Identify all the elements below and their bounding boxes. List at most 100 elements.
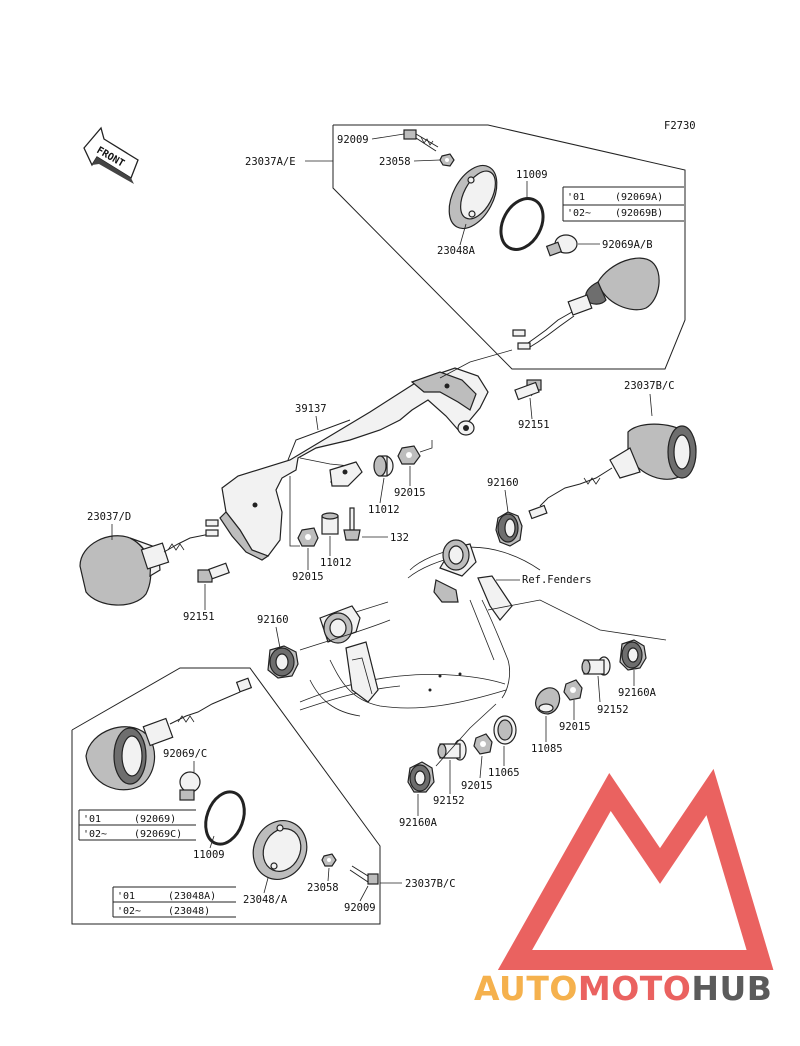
turn-signal-rear-left-icon bbox=[79, 519, 219, 606]
leader-line bbox=[371, 133, 405, 140]
leader-line bbox=[263, 877, 269, 894]
cap-icon bbox=[535, 687, 561, 715]
leader-line bbox=[315, 415, 319, 431]
fender-frame bbox=[299, 539, 541, 717]
lens-rim-icon bbox=[252, 820, 308, 880]
ref-fenders-label: Ref.Fenders bbox=[522, 574, 592, 586]
callout-11012-b: 11012 bbox=[320, 557, 352, 569]
leader-line bbox=[413, 159, 441, 162]
nut-icon bbox=[563, 679, 583, 701]
table-cell: (92069B) bbox=[615, 208, 663, 219]
callout-92069c: 92069/C bbox=[163, 748, 207, 760]
leader-line bbox=[209, 835, 215, 849]
table-cell: '01 bbox=[117, 891, 135, 902]
leader-line bbox=[459, 223, 467, 246]
model-year-table-top: '01 (92069A) '02~ (92069B) bbox=[562, 186, 684, 222]
table-cell: (92069) bbox=[134, 814, 176, 825]
bottom-assembly-boundary bbox=[71, 667, 381, 925]
nut-icon bbox=[297, 527, 319, 547]
table-cell: '01 bbox=[567, 192, 585, 203]
leader-line bbox=[529, 397, 533, 420]
logo-word-hub: HUB bbox=[691, 969, 772, 1008]
logo-wordmark: AUTOMOTOHUB bbox=[474, 969, 772, 1008]
table-cell: '02~ bbox=[117, 906, 141, 917]
turn-signal-housing-top-icon bbox=[512, 257, 660, 350]
grommet-icon bbox=[619, 639, 647, 671]
collar-icon bbox=[581, 656, 611, 676]
leader-line bbox=[504, 489, 509, 513]
callout-92069ab: 92069A/B bbox=[602, 239, 653, 251]
logo-word-auto: AUTO bbox=[474, 969, 578, 1008]
grommet-icon bbox=[267, 645, 299, 679]
logo-word-moto: MOTO bbox=[578, 969, 691, 1008]
callout-92151-right: 92151 bbox=[518, 419, 550, 431]
callout-92015-b: 92015 bbox=[292, 571, 324, 583]
callout-92160-left: 92160 bbox=[257, 614, 289, 626]
callout-92015-a: 92015 bbox=[394, 487, 426, 499]
lens-rim-icon bbox=[448, 164, 498, 230]
nut-icon bbox=[473, 733, 493, 755]
o-ring-icon bbox=[204, 790, 246, 846]
link-line bbox=[435, 703, 497, 767]
screw-icon bbox=[349, 865, 379, 885]
callout-11009-bottom: 11009 bbox=[193, 849, 225, 861]
table-cell: (92069A) bbox=[615, 192, 663, 203]
bulb-icon bbox=[545, 234, 578, 257]
leader-line bbox=[649, 393, 653, 417]
table-cell: '01 bbox=[83, 814, 101, 825]
logo-triangle-icon bbox=[497, 768, 774, 970]
callout-23037bc-bottom: 23037B/C bbox=[405, 878, 456, 890]
callout-92160a-right: 92160A bbox=[618, 687, 657, 699]
leader-line bbox=[597, 675, 601, 703]
collar-icon bbox=[321, 512, 339, 535]
link-line bbox=[487, 599, 667, 641]
callout-92015-d: 92015 bbox=[461, 780, 493, 792]
table-cell: (92069C) bbox=[134, 829, 182, 840]
turn-signal-housing-bottom-icon bbox=[85, 677, 253, 791]
grommet-icon bbox=[495, 511, 523, 547]
callout-92151-left: 92151 bbox=[183, 611, 215, 623]
callout-11065: 11065 bbox=[488, 767, 520, 779]
automotohub-logo: AUTOMOTOHUB bbox=[474, 768, 774, 1008]
bolt-icon bbox=[343, 507, 361, 541]
callout-92015-c: 92015 bbox=[559, 721, 591, 733]
collar-icon bbox=[437, 739, 467, 761]
bolt-icon bbox=[514, 379, 542, 401]
callout-92152-right: 92152 bbox=[597, 704, 629, 716]
callout-23058-top: 23058 bbox=[379, 156, 411, 168]
screw-icon bbox=[403, 129, 439, 152]
model-year-table-bottom: '01 (23048A) '02~ (23048) bbox=[112, 886, 236, 918]
callout-23048a-bottom: 23048/A bbox=[243, 894, 288, 906]
callout-132: 132 bbox=[390, 532, 409, 544]
nut-icon bbox=[321, 853, 337, 867]
callout-92009-top: 92009 bbox=[337, 134, 369, 146]
link-line bbox=[439, 349, 513, 379]
table-cell: '02~ bbox=[567, 208, 591, 219]
bolt-icon bbox=[197, 562, 230, 583]
front-arrow-icon: FRONT bbox=[83, 126, 139, 184]
leader-line bbox=[327, 867, 330, 882]
callout-23037ae: 23037A/E bbox=[245, 156, 296, 168]
turn-signal-front-right-icon bbox=[528, 423, 697, 520]
link-line bbox=[419, 440, 433, 453]
model-year-table-mid: '01 (92069) '02~ (92069C) bbox=[78, 809, 196, 841]
callout-92152-left: 92152 bbox=[433, 795, 465, 807]
callout-11085: 11085 bbox=[531, 743, 563, 755]
callout-11012-a: 11012 bbox=[368, 504, 400, 516]
cap-icon bbox=[493, 715, 517, 745]
callout-23048a: 23048A bbox=[437, 245, 476, 257]
callout-92009-bottom: 92009 bbox=[344, 902, 376, 914]
grommet-icon bbox=[407, 761, 435, 793]
turn-signal-bracket-icon bbox=[219, 367, 489, 561]
bulb-icon bbox=[179, 771, 201, 801]
leader-line bbox=[275, 626, 281, 649]
callout-39137: 39137 bbox=[295, 403, 327, 415]
table-cell: '02~ bbox=[83, 829, 107, 840]
leader-line bbox=[359, 885, 369, 902]
callout-23037d: 23037/D bbox=[87, 511, 131, 523]
callout-11009-top: 11009 bbox=[516, 169, 548, 181]
leader-line bbox=[479, 755, 483, 779]
o-ring-icon bbox=[499, 197, 545, 251]
